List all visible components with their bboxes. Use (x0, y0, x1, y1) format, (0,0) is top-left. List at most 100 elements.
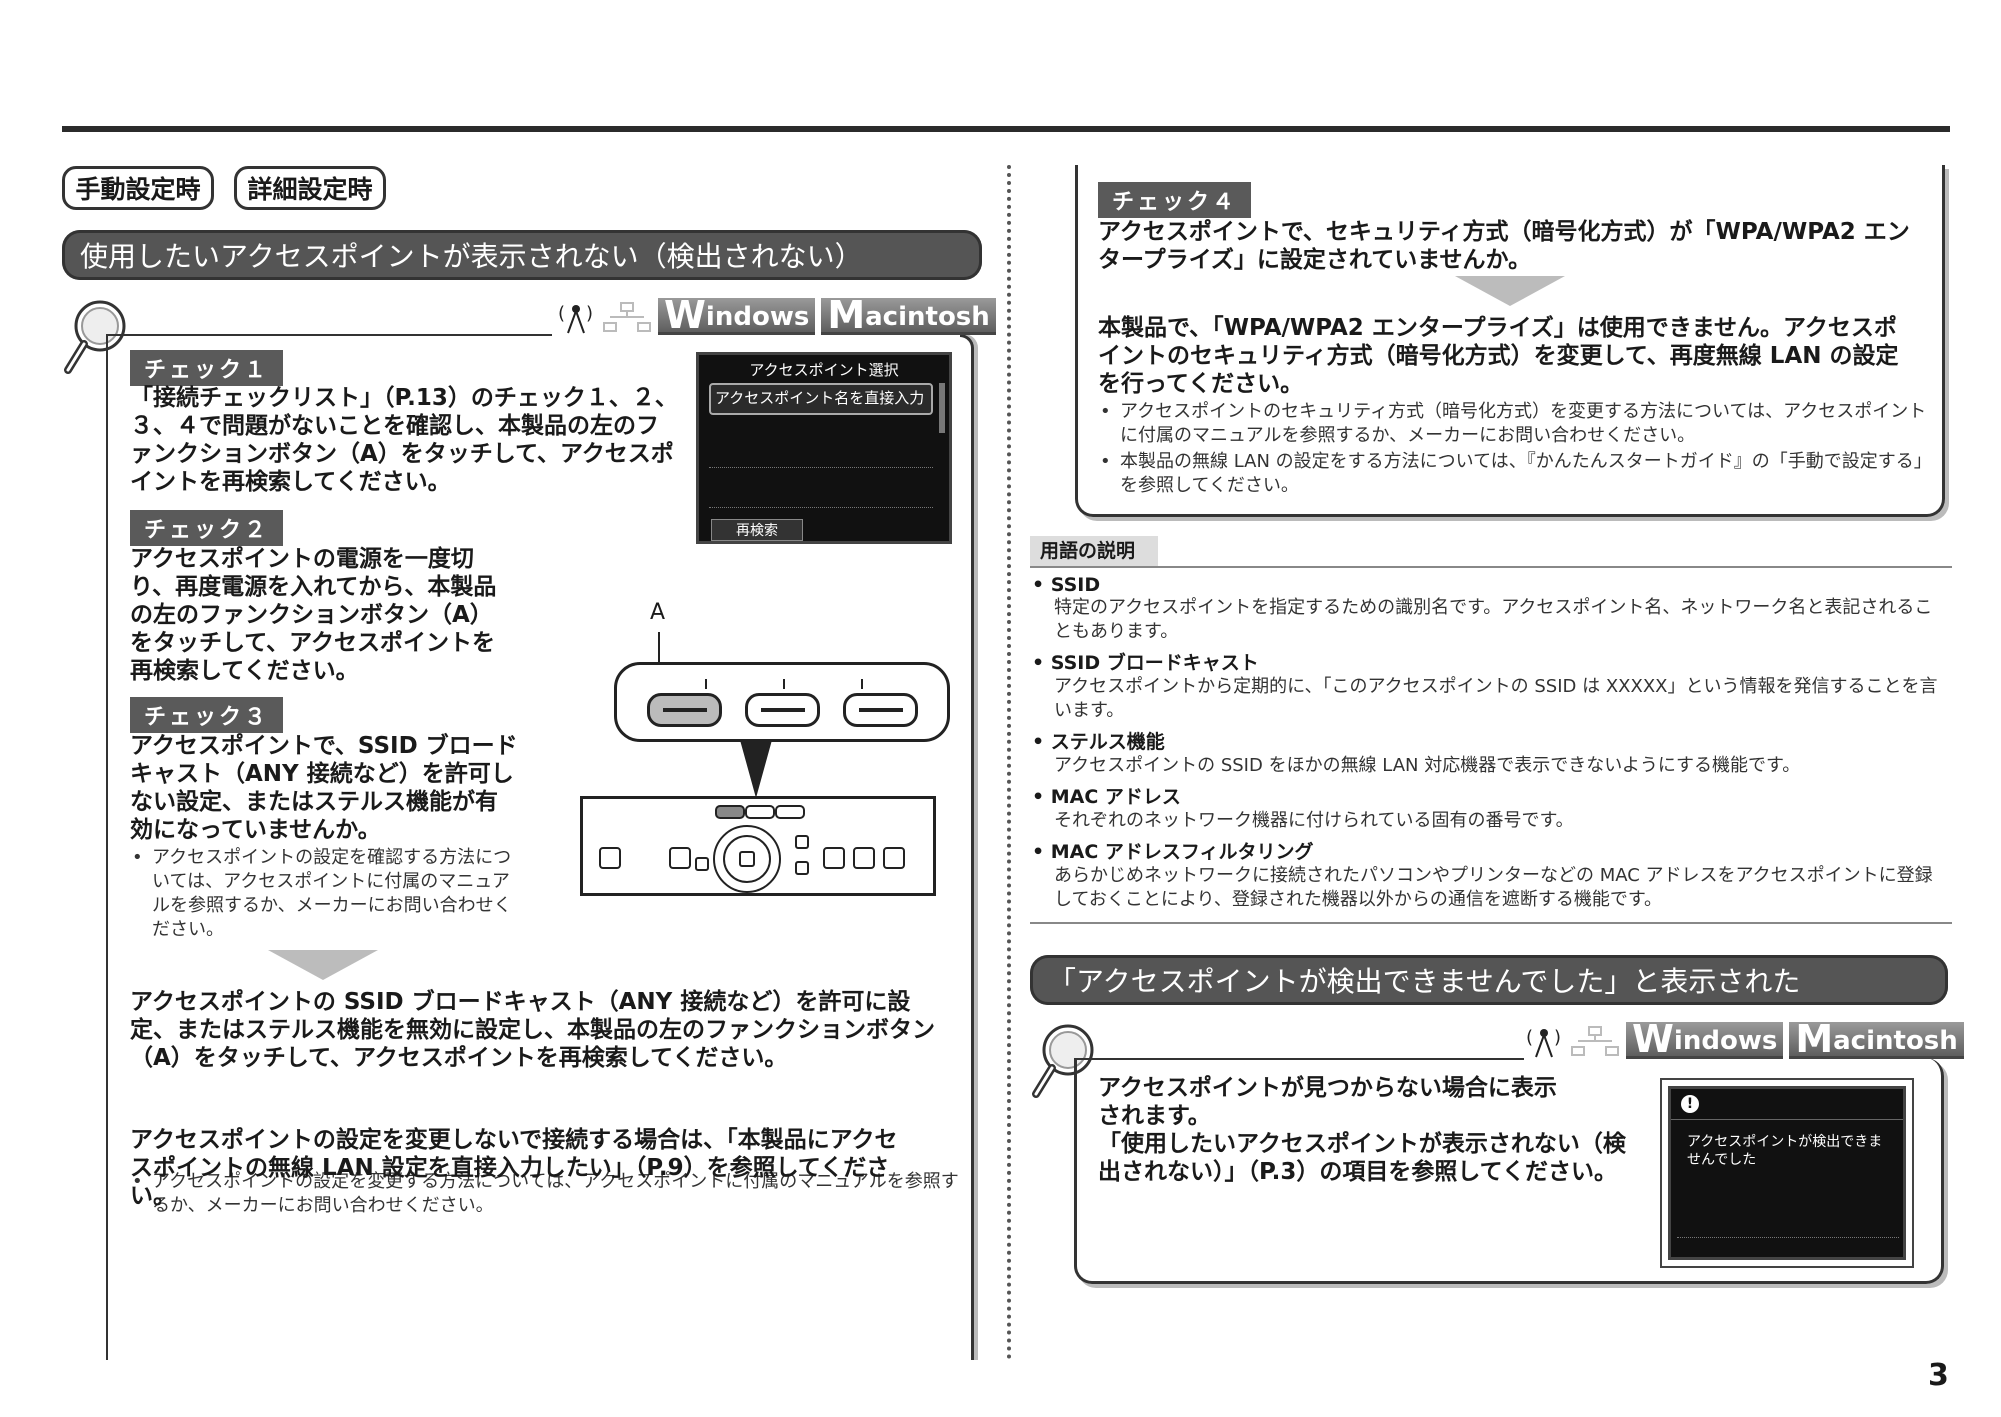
section2-box (1074, 1058, 1944, 1284)
page-number: 3 (1928, 1358, 1949, 1393)
term-desc: アクセスポイントの SSID をほかの無線 LAN 対応機器で表示できないように… (1054, 755, 1801, 776)
down-arrow (268, 950, 378, 980)
wireless-icon: ( ) (558, 303, 593, 333)
term-desc: それぞれのネットワーク機器に付けられている固有の番号です。 (1054, 810, 1574, 831)
section1-answer-note: アクセスポイントの設定を変更する方法については、アクセスポイントに付属のマニュア… (130, 1170, 972, 1218)
tag-manual-setup: 手動設定時 (62, 166, 214, 210)
error-message: アクセスポイントが検出できませんでした (1687, 1134, 1883, 1168)
term-desc: アクセスポイントから定期的に、「このアクセスポイントの SSID は XXXXX… (1054, 676, 1938, 721)
check2-label: チェック２ (130, 510, 284, 546)
check3-label: チェック３ (130, 697, 284, 733)
section1-answer: アクセスポイントの SSID ブロードキャスト（ANY 接続など）を許可に設定、… (130, 989, 935, 1071)
error-screen-header (1671, 1089, 1903, 1120)
section1-title: 使用したいアクセスポイントが表示されない（検出されない） (62, 230, 982, 280)
check2-text: アクセスポイントの電源を一度切り、再度電源を入れてから、本製品の左のファンクショ… (130, 546, 497, 684)
term-name: • MAC アドレスフィルタリング (1032, 841, 1314, 863)
screen-divider (1677, 1237, 1899, 1238)
section2-text1: アクセスポイントが見つからない場合に表示されます。 (1098, 1075, 1557, 1129)
check3-text: アクセスポイントで、SSID ブロードキャスト（ANY 接続など）を許可しない設… (130, 733, 518, 843)
tick (783, 679, 785, 689)
glossary-term: • MAC アドレス それぞれのネットワーク機器に付けられている固有の番号です。 (1032, 782, 1947, 833)
tag-advanced-setup: 詳細設定時 (234, 166, 386, 210)
screen-rescan-button: 再検索 (711, 519, 803, 541)
screen-divider (709, 507, 933, 508)
term-name: • SSID (1032, 574, 1101, 596)
operation-panel (580, 796, 936, 896)
check4-note-1: アクセスポイントのセキュリティ方式（暗号化方式）を変更する方法については、アクセ… (1098, 400, 1928, 448)
error-screen: ! アクセスポイントが検出できませんでした (1668, 1086, 1906, 1260)
left-function-button[interactable] (647, 693, 722, 727)
error-screen-frame: ! アクセスポイントが検出できませんでした (1660, 1078, 1914, 1268)
section1-answer2: アクセスポイントの設定を変更しないで接続する場合は、「本製品にアクセスポイントの… (130, 1127, 898, 1209)
column-divider (1007, 165, 1011, 1360)
term-desc: あらかじめネットワークに接続されたパソコンやプリンターなどの MAC アドレスを… (1054, 865, 1933, 910)
glossary-term: • MAC アドレスフィルタリング あらかじめネットワークに接続されたパソコンや… (1032, 837, 1947, 912)
svg-text:): ) (1554, 1027, 1561, 1048)
wired-lan-icon (603, 301, 651, 332)
check3-note: アクセスポイントの設定を確認する方法については、アクセスポイントに付属のマニュア… (130, 846, 522, 942)
panel-button (695, 857, 709, 871)
label-a: A (650, 600, 666, 625)
right-function-button[interactable] (843, 693, 918, 727)
glossary-heading: 用語の説明 (1030, 536, 1158, 566)
check4-notes: アクセスポイントのセキュリティ方式（暗号化方式）を変更する方法については、アクセ… (1098, 400, 1928, 498)
term-desc: 特定のアクセスポイントを指定するための識別名です。アクセスポイント名、ネットワー… (1054, 597, 1933, 642)
tick (705, 679, 707, 689)
svg-text:(: ( (558, 303, 565, 324)
check1-label: チェック１ (130, 350, 284, 386)
check4-label: チェック４ (1098, 182, 1252, 218)
box-left-line (106, 334, 108, 1360)
check4-box (1075, 165, 1945, 517)
panel-button (795, 835, 809, 849)
glossary-term: • ステルス機能 アクセスポイントの SSID をほかの無線 LAN 対応機器で… (1032, 727, 1947, 778)
panel-button (599, 847, 621, 869)
tick (861, 679, 863, 689)
screen-divider (709, 467, 933, 468)
term-name: • ステルス機能 (1032, 731, 1165, 753)
dial-ring (713, 825, 781, 893)
panel-button (853, 847, 875, 869)
panel-button (883, 847, 905, 869)
dial-inner (723, 835, 771, 883)
section2-title: 「アクセスポイントが検出できませんでした」と表示された (1030, 955, 1948, 1005)
panel-button (775, 805, 805, 819)
panel-button (669, 847, 691, 869)
svg-text:(: ( (1526, 1027, 1533, 1048)
box2-top-line (1074, 1058, 1524, 1060)
panel-button (715, 805, 745, 819)
check4-question: アクセスポイントで、セキュリティ方式（暗号化方式）が「WPA/WPA2 エンター… (1098, 219, 1910, 273)
panel-button (823, 847, 845, 869)
box-right-edge (960, 334, 974, 1360)
glossary-bottom-rule (1030, 922, 1952, 924)
screen-title: アクセスポイント選択 (749, 361, 899, 379)
term-name: • SSID ブロードキャスト (1032, 652, 1259, 674)
screen-scrollbar (939, 383, 945, 433)
wireless-icon: ( ) (1526, 1027, 1561, 1057)
ap-select-screen: アクセスポイント選択 アクセスポイント名を直接入力 再検索 (696, 352, 952, 544)
term-name: • MAC アドレス (1032, 786, 1181, 808)
zoom-pointer (740, 740, 772, 798)
check4-note-2: 本製品の無線 LAN の設定をする方法については、『かんたんスタートガイド』の「… (1098, 450, 1928, 498)
dial-ok (739, 851, 755, 867)
center-function-button[interactable] (745, 693, 820, 727)
header-rule (62, 126, 1950, 132)
down-arrow (1455, 276, 1565, 306)
svg-text:): ) (586, 303, 593, 324)
function-button-panel (614, 662, 950, 742)
check4-answer: 本製品で、「WPA/WPA2 エンタープライズ」は使用できません。アクセスポイン… (1098, 315, 1899, 397)
glossary-list: • SSID 特定のアクセスポイントを指定するための識別名です。アクセスポイント… (1032, 574, 1947, 912)
panel-button (795, 861, 809, 875)
check1-text: 「接続チェックリスト」（P.13）のチェック１、２、３、４で問題がないことを確認… (130, 385, 678, 495)
glossary-term: • SSID 特定のアクセスポイントを指定するための識別名です。アクセスポイント… (1032, 574, 1947, 644)
wired-lan-icon (1571, 1025, 1619, 1056)
magnifier-icon (64, 300, 126, 374)
glossary-top-rule (1030, 566, 1952, 568)
box-top-line (106, 334, 552, 336)
panel-button (745, 805, 775, 819)
